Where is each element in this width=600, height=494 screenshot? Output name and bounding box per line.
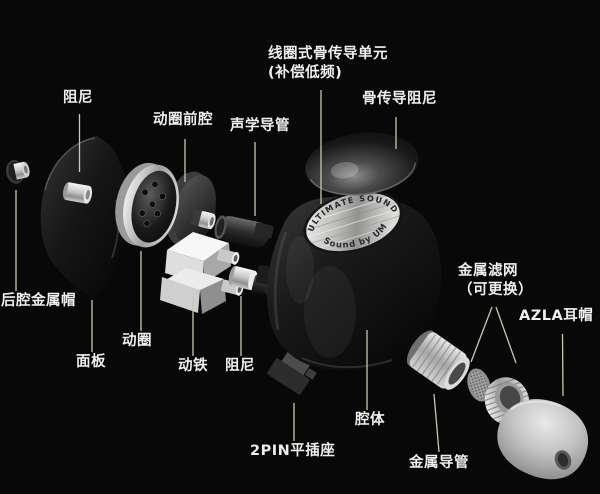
label-metal-duct: 金属导管: [409, 455, 469, 471]
shell-stub-icon: [254, 222, 274, 239]
metal-filter-part: [467, 368, 491, 402]
cavity-bolt-part: [190, 209, 216, 230]
leader-lines: [15, 90, 564, 453]
label-metal-filter-line2: （可更换）: [458, 282, 533, 298]
label-balanced-armature: 动铁: [178, 358, 208, 374]
label-bone-conduction-damping: 骨传导阻尼: [362, 91, 437, 107]
acoustic-duct-part: [214, 215, 269, 248]
ear-tip-part: [497, 399, 589, 480]
label-bone-conduction-unit-line1: 线圈式骨传导单元: [268, 46, 388, 62]
label-metal-filter: 金属滤网 （可更换）: [458, 262, 533, 300]
label-two-pin-socket: 2PIN平插座: [250, 443, 336, 459]
label-damping-mid: 阻尼: [225, 358, 255, 374]
dynamic-driver-part: [115, 162, 179, 248]
ba-spout-icon: [217, 248, 240, 265]
rear-metal-cap-part: [5, 159, 30, 184]
label-metal-filter-line1: 金属滤网: [458, 263, 518, 279]
label-bone-conduction-unit: 线圈式骨传导单元 (补偿低频): [268, 45, 388, 83]
label-rear-metal-cap: 后腔金属帽: [1, 293, 76, 309]
label-bone-conduction-unit-line2: (补偿低频): [268, 65, 343, 81]
metal-duct-part: [406, 330, 470, 390]
label-damping-front: 阻尼: [63, 90, 93, 106]
label-driver-front-cavity: 动圈前腔: [153, 112, 213, 128]
label-faceplate: 面板: [76, 354, 106, 370]
bone-conduction-dome-part: [305, 132, 419, 196]
label-azla-ear-tip: AZLA耳帽: [519, 308, 594, 324]
label-acoustic-duct: 声学导管: [230, 118, 290, 134]
label-shell: 腔体: [355, 412, 385, 428]
label-dynamic-driver: 动圈: [122, 333, 152, 349]
front-damper-part: [62, 182, 93, 204]
